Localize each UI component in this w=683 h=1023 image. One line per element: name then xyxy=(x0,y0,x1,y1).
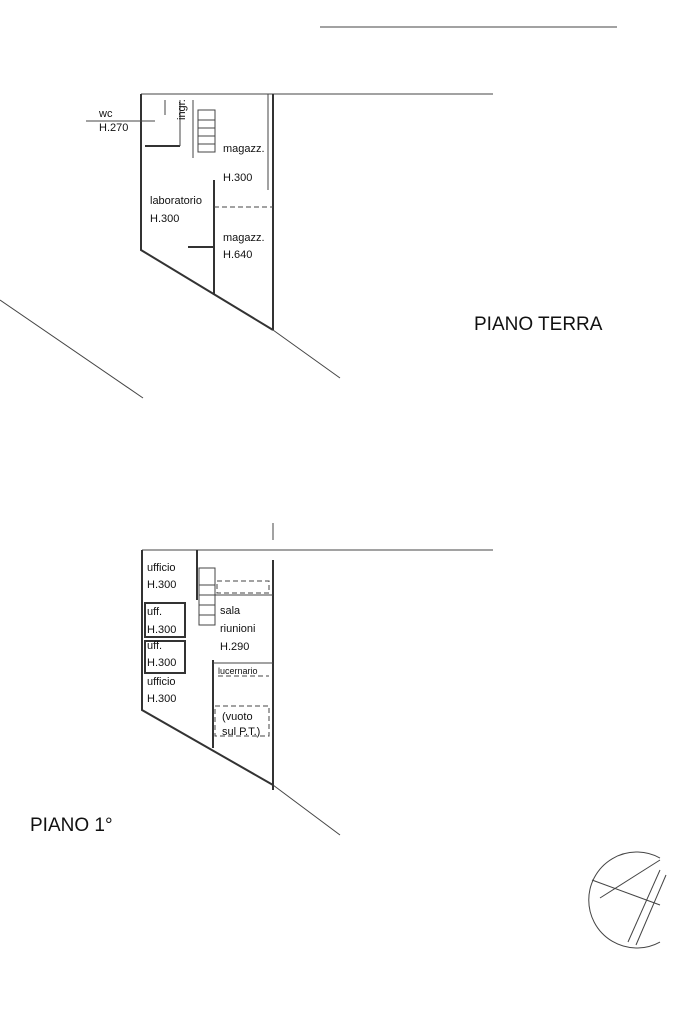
room-height-wc: H.270 xyxy=(99,122,129,134)
room-name-riunioni: riunioni xyxy=(220,623,256,635)
room-height-uff-2: H.300 xyxy=(147,657,177,669)
room-height-uff-1: H.300 xyxy=(147,624,177,636)
ground-floor-title: PIANO TERRA xyxy=(474,314,603,335)
room-height-magazz-2: H.640 xyxy=(223,249,253,261)
room-name-ingr: ingr. xyxy=(176,99,188,120)
room-name-uff-1: uff. xyxy=(147,606,163,618)
north-arrow-icon xyxy=(588,851,667,949)
room-name-wc: wc xyxy=(99,108,113,120)
room-height-sala: H.290 xyxy=(220,641,250,653)
first-floor-title: PIANO 1° xyxy=(30,815,113,836)
room-name-sul-pt: sul P.T.) xyxy=(222,726,261,738)
room-height-ufficio-1: H.300 xyxy=(147,579,177,591)
room-height-ufficio-2: H.300 xyxy=(147,693,177,705)
room-name-vuoto: (vuoto xyxy=(222,711,253,723)
room-height-magazz-1: H.300 xyxy=(223,172,253,184)
room-name-ufficio-1: ufficio xyxy=(147,562,176,574)
room-name-sala: sala xyxy=(220,605,241,617)
room-name-laboratorio: laboratorio xyxy=(150,195,202,207)
room-height-laboratorio: H.300 xyxy=(150,213,180,225)
ground-floor-plan xyxy=(0,93,493,399)
first-floor-plan xyxy=(141,523,493,836)
room-name-uff-2: uff. xyxy=(147,640,163,652)
room-name-ufficio-2: ufficio xyxy=(147,676,176,688)
room-name-magazz-2: magazz. xyxy=(223,232,265,244)
room-name-lucernario: lucernario xyxy=(218,666,258,676)
room-name-magazz-1: magazz. xyxy=(223,143,265,155)
